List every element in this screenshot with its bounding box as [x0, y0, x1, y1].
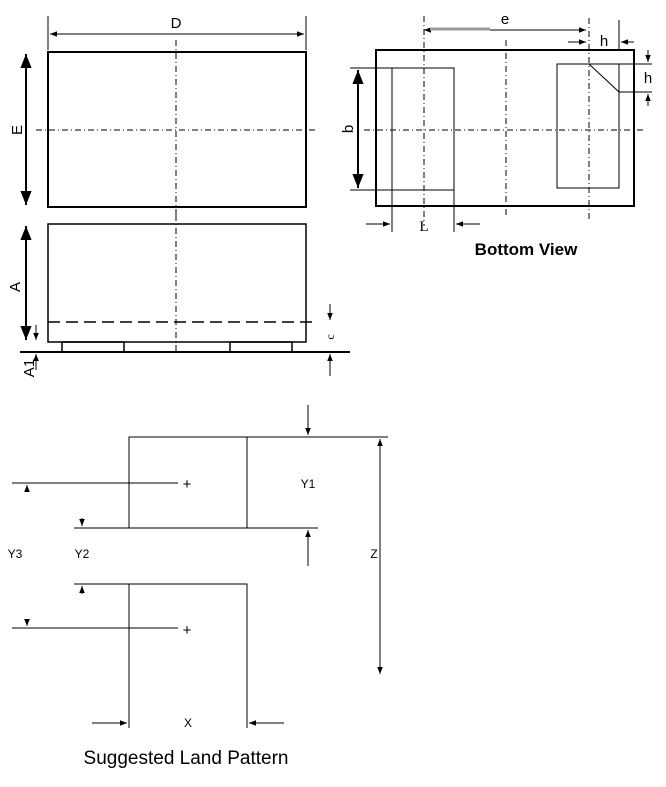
side-view-body — [47, 223, 307, 343]
dimension-e-pitch-label: e — [501, 11, 509, 28]
bottom-view-body — [375, 49, 635, 207]
side-view: A A1 c — [7, 215, 350, 377]
land-pad-top-center-mark: + — [183, 476, 192, 493]
dimension-b-label: b — [340, 125, 357, 133]
side-view-lead-right — [229, 341, 293, 353]
land-pad-bottom-center-mark: + — [183, 622, 192, 639]
side-view-lead-left — [61, 341, 125, 353]
dimension-d-label: D — [171, 15, 182, 32]
bottom-view-pad-left — [391, 67, 455, 191]
dimension-y3-label: Y3 — [8, 547, 23, 561]
top-view: D E — [9, 15, 318, 215]
dimension-a1-label: A1 — [21, 359, 38, 377]
dimension-y1-label: Y1 — [301, 477, 316, 491]
dimension-l-label: L — [419, 219, 428, 235]
dimension-z-label: Z — [370, 547, 377, 561]
pin1-chamfer — [588, 63, 620, 93]
land-pad-bottom — [128, 583, 248, 728]
land-pattern-caption: Suggested Land Pattern — [84, 748, 289, 769]
top-view-body — [47, 51, 307, 208]
bottom-view-pad-right — [556, 63, 620, 189]
dimension-h-top-label: h — [600, 33, 608, 50]
land-pattern: + + Y1 Y2 Y3 Z X Suggested Land Pattern — [8, 405, 388, 769]
dimension-h-side-label: h — [644, 70, 652, 87]
dimension-e-label: E — [9, 125, 26, 135]
bottom-view-caption: Bottom View — [475, 240, 578, 259]
bottom-view: e h h b L Bottom View — [340, 11, 652, 259]
dimension-y2-label: Y2 — [75, 547, 90, 561]
dimension-c-label: c — [323, 334, 337, 339]
dimension-a-label: A — [7, 282, 24, 292]
dimension-x-label: X — [184, 716, 192, 730]
